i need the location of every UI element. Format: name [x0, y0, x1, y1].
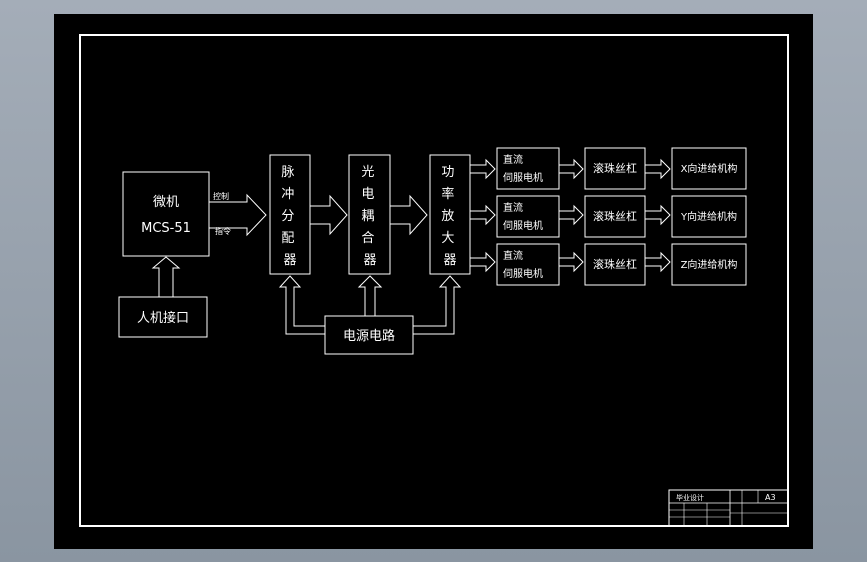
arrow-power-to-pulse	[278, 275, 325, 335]
title-block: 毕业设计 A3	[668, 489, 789, 527]
servo-motor-x-block: 直流 伺服电机	[496, 147, 560, 190]
arrow-amp-to-servo-y	[470, 204, 496, 226]
power-label: 电源电路	[343, 328, 395, 344]
mcu-block: 微机 MCS-51	[122, 171, 210, 257]
mcu-label-2: MCS-51	[141, 221, 191, 236]
arrow-ballscrew-to-feed-y	[645, 204, 671, 226]
power-supply-block: 电源电路	[324, 315, 414, 355]
ballscrew-x-label: 滚珠丝杠	[593, 161, 637, 175]
servo-z-line1: 直流	[503, 249, 523, 262]
servo-motor-z-block: 直流 伺服电机	[496, 243, 560, 286]
signal-command-label: 指令	[215, 226, 231, 236]
arrow-ballscrew-to-feed-z	[645, 251, 671, 273]
arrow-power-to-opto	[357, 275, 383, 316]
arrow-servo-to-ballscrew-y	[559, 204, 584, 226]
opto-label: 光 电 耦 合 器	[361, 165, 378, 268]
hmi-block: 人机接口	[118, 296, 208, 338]
ballscrew-z-label: 滚珠丝杠	[593, 257, 637, 271]
servo-motor-y-block: 直流 伺服电机	[496, 195, 560, 238]
ballscrew-y-label: 滚珠丝杠	[593, 209, 637, 223]
feed-x-label: X向进给机构	[681, 162, 738, 175]
hmi-label: 人机接口	[137, 310, 189, 326]
feed-z-label: Z向进给机构	[681, 258, 738, 271]
servo-z-line2: 伺服电机	[503, 267, 543, 280]
feed-z-block: Z向进给机构	[671, 243, 747, 286]
ballscrew-y-block: 滚珠丝杠	[584, 195, 646, 238]
servo-y-line2: 伺服电机	[503, 219, 543, 232]
arrow-hmi-to-mcu	[151, 256, 181, 297]
title-block-name: 毕业设计	[676, 493, 704, 502]
power-amplifier-block: 功 率 放 大 器	[429, 154, 471, 275]
ballscrew-z-block: 滚珠丝杠	[584, 243, 646, 286]
arrow-power-to-amp	[413, 275, 462, 335]
signal-control-label: 控制	[213, 191, 229, 201]
feed-y-label: Y向进给机构	[680, 210, 737, 223]
servo-x-line1: 直流	[503, 153, 523, 166]
amp-label: 功 率 放 大 器	[441, 165, 458, 268]
ballscrew-x-block: 滚珠丝杠	[584, 147, 646, 190]
arrow-opto-to-amp	[390, 194, 428, 236]
arrow-servo-to-ballscrew-x	[559, 158, 584, 180]
arrow-pulse-to-opto	[310, 194, 348, 236]
title-block-size: A3	[765, 493, 776, 502]
feed-y-block: Y向进给机构	[671, 195, 747, 238]
drawing-border	[79, 34, 789, 527]
optocoupler-block: 光 电 耦 合 器	[348, 154, 391, 275]
feed-x-block: X向进给机构	[671, 147, 747, 190]
servo-y-line1: 直流	[503, 201, 523, 214]
arrow-ballscrew-to-feed-x	[645, 158, 671, 180]
arrow-amp-to-servo-z	[470, 251, 496, 273]
arrow-mcu-to-pulse	[209, 193, 267, 237]
drawing-sheet	[54, 14, 813, 549]
arrow-servo-to-ballscrew-z	[559, 251, 584, 273]
mcu-label-1: 微机	[153, 195, 179, 210]
pulse-label: 脉 冲 分 配 器	[281, 165, 298, 268]
servo-x-line2: 伺服电机	[503, 171, 543, 184]
arrow-amp-to-servo-x	[470, 158, 496, 180]
pulse-distributor-block: 脉 冲 分 配 器	[269, 154, 311, 275]
